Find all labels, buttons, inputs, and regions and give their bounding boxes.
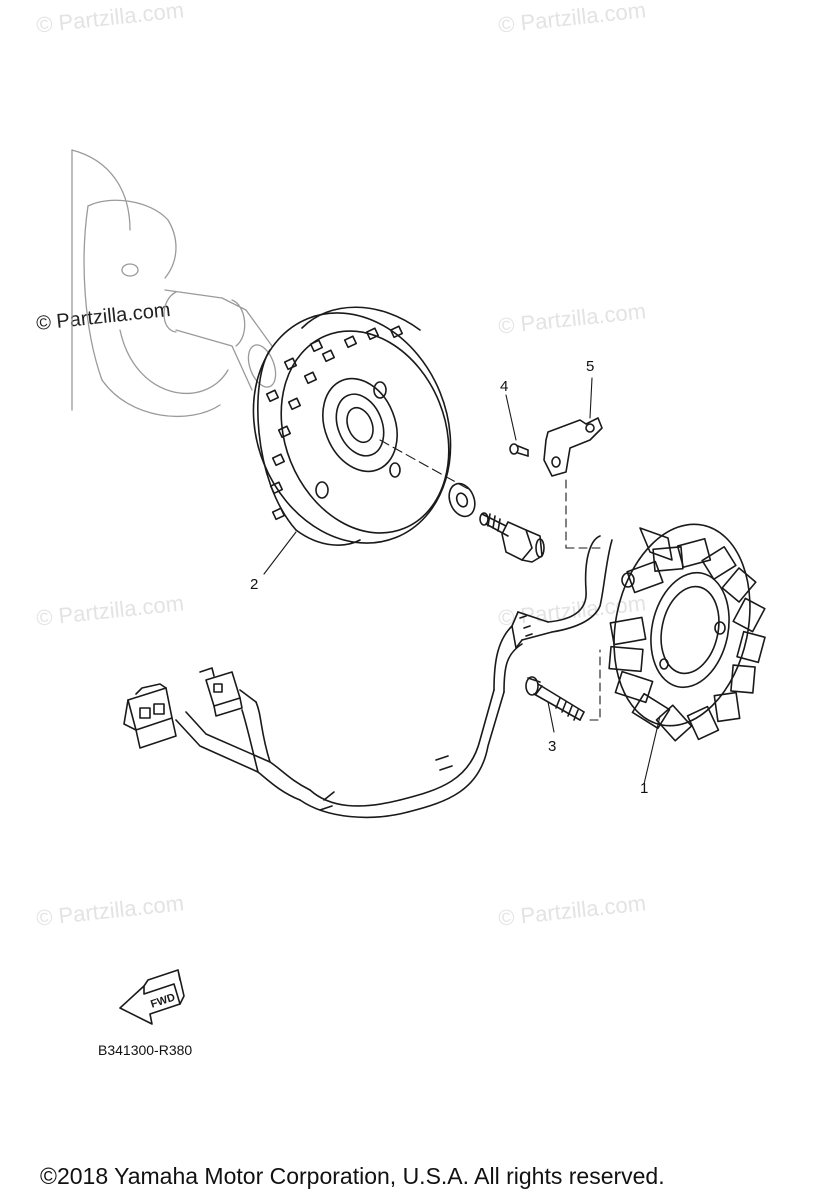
fwd-arrow-icon: [119, 969, 185, 1025]
flywheel-bolt: [479, 512, 545, 563]
callout-5[interactable]: 5: [586, 358, 595, 375]
copyright-notice: ©2018 Yamaha Motor Corporation, U.S.A. A…: [40, 1163, 665, 1189]
crankshaft-ghost: [71, 149, 277, 418]
callout-4[interactable]: 4: [500, 378, 509, 395]
bracket-5: [543, 417, 603, 477]
washer: [448, 482, 476, 518]
screw-4: [509, 443, 529, 457]
callout-3[interactable]: 3: [548, 738, 557, 755]
flywheel-rotor: [252, 306, 452, 546]
stator-harness: [175, 535, 613, 819]
connector-small: [199, 667, 243, 717]
stator: [608, 523, 766, 742]
callout-1[interactable]: 1: [640, 780, 649, 797]
connector-large: [123, 683, 177, 749]
fwd-label: FWD: [149, 992, 177, 1011]
callout-2[interactable]: 2: [250, 576, 259, 593]
diagram-code: B341300-R380: [98, 1042, 193, 1058]
bolt-3: [525, 676, 585, 721]
